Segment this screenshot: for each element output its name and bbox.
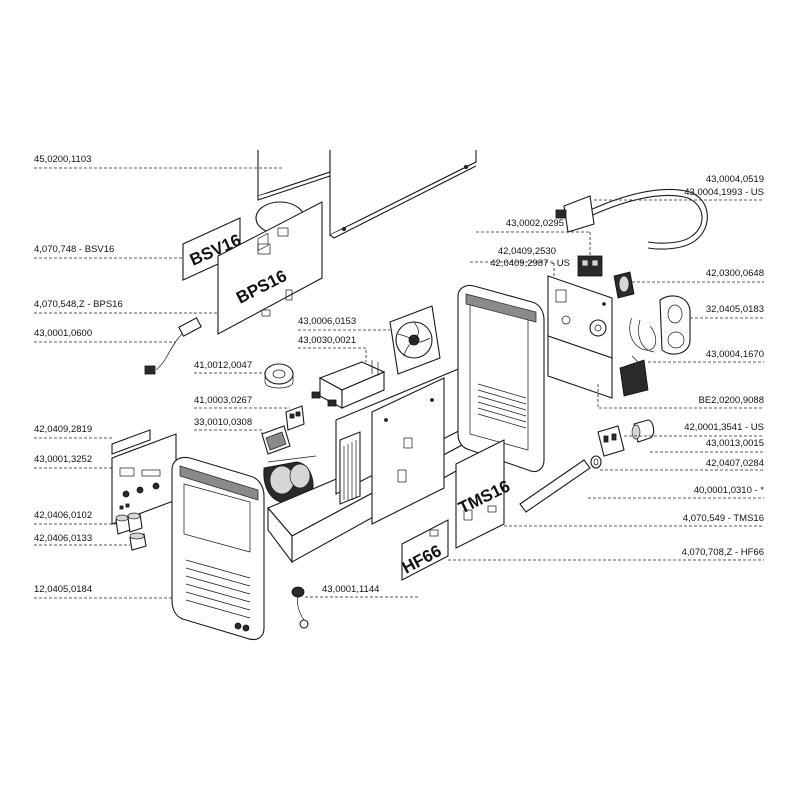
callout-label: 43,0004,0519	[706, 174, 764, 185]
callout-label: 43,0030,0021	[298, 335, 356, 346]
grommet-cable-part	[291, 586, 309, 629]
callout-label: 42,0001,3541 - US	[684, 422, 764, 433]
callout-label: 43,0004,1993 - US	[684, 187, 764, 198]
callout-label: BE2,0200,9088	[698, 395, 764, 406]
callout-label: 43,0013,0015	[706, 438, 764, 449]
mains-cord-part	[519, 459, 591, 513]
callout-label: 4,070,748 - BSV16	[34, 244, 114, 255]
callout-label: 42,0409,2530	[498, 246, 556, 257]
callout-label: 40,0001,0310 - *	[694, 485, 765, 496]
knob-large-part	[115, 512, 143, 535]
mains-cable-part	[555, 188, 708, 250]
center-callout-labels: 43,0006,0153 43,0030,0021 41,0012,0047 4…	[194, 316, 379, 595]
hf66-plate: HF66	[399, 519, 449, 581]
gasket-ring-part	[659, 295, 691, 355]
rectifier-module-part	[311, 360, 386, 409]
ferrite-bushing-part	[631, 419, 655, 443]
leader-lines	[34, 167, 764, 599]
right-callout-labels: 43,0004,0519 43,0004,1993 - US 43,0002,0…	[490, 174, 764, 558]
sensor-cable-part	[144, 317, 202, 375]
callout-label: 4,070,708,Z - HF66	[682, 547, 764, 558]
callout-label: 43,0001,1144	[322, 584, 379, 595]
strain-relief-part	[613, 271, 635, 299]
callout-label: 42,0406,0102	[34, 510, 92, 521]
housing-cover-part	[257, 150, 477, 239]
base-chassis-part	[267, 359, 496, 564]
callout-label: 42,0409,2819	[34, 424, 92, 435]
callout-label: 12,0405,0184	[34, 584, 92, 595]
callout-label: 43,0001,0600	[34, 328, 92, 339]
mains-switch-part	[577, 255, 603, 277]
callout-label: 43,0002,0295	[506, 218, 564, 229]
left-callout-labels: 45,0200,1103 4,070,748 - BSV16 4,070,548…	[34, 154, 123, 595]
callout-label: 42,0407,0284	[706, 458, 764, 469]
callout-label: 43,0006,0153	[298, 316, 356, 327]
callout-label: 42,0409,2987 - US	[490, 258, 570, 269]
callout-label: 32,0405,0183	[706, 304, 764, 315]
choke-coil-part	[261, 425, 291, 455]
callout-label: 41,0012,0047	[194, 360, 252, 371]
callout-label: 4,070,549 - TMS16	[683, 513, 764, 524]
capacitor-part	[285, 405, 305, 431]
callout-label: 33,0010,0308	[194, 417, 252, 428]
callout-label: 42,0300,0648	[706, 268, 764, 279]
rear-frame-part	[457, 284, 545, 473]
callout-label: 43,0004,1670	[706, 349, 764, 360]
front-control-pcb-part	[111, 429, 177, 525]
callout-label: 42,0406,0133	[34, 533, 92, 544]
knob-small-part	[129, 532, 147, 551]
main-transformer-part	[263, 455, 317, 503]
cable-harness-part	[619, 317, 657, 397]
callout-label: 4,070,548,Z - BPS16	[34, 299, 123, 310]
toroid-core-part	[264, 363, 294, 389]
callout-label: 45,0200,1103	[34, 154, 91, 165]
connector-us-part	[597, 425, 625, 457]
cable-clamp-part	[590, 455, 602, 469]
callout-label: 41,0003,0267	[194, 395, 252, 406]
front-frame-part	[171, 456, 265, 641]
rear-cover-plate-part	[547, 335, 613, 399]
cooling-fan-part	[389, 305, 441, 375]
tms16-plate: TMS16	[455, 439, 513, 549]
bps16-plate: BPS16	[217, 201, 323, 335]
callout-label: 43,0001,3252	[34, 454, 92, 465]
